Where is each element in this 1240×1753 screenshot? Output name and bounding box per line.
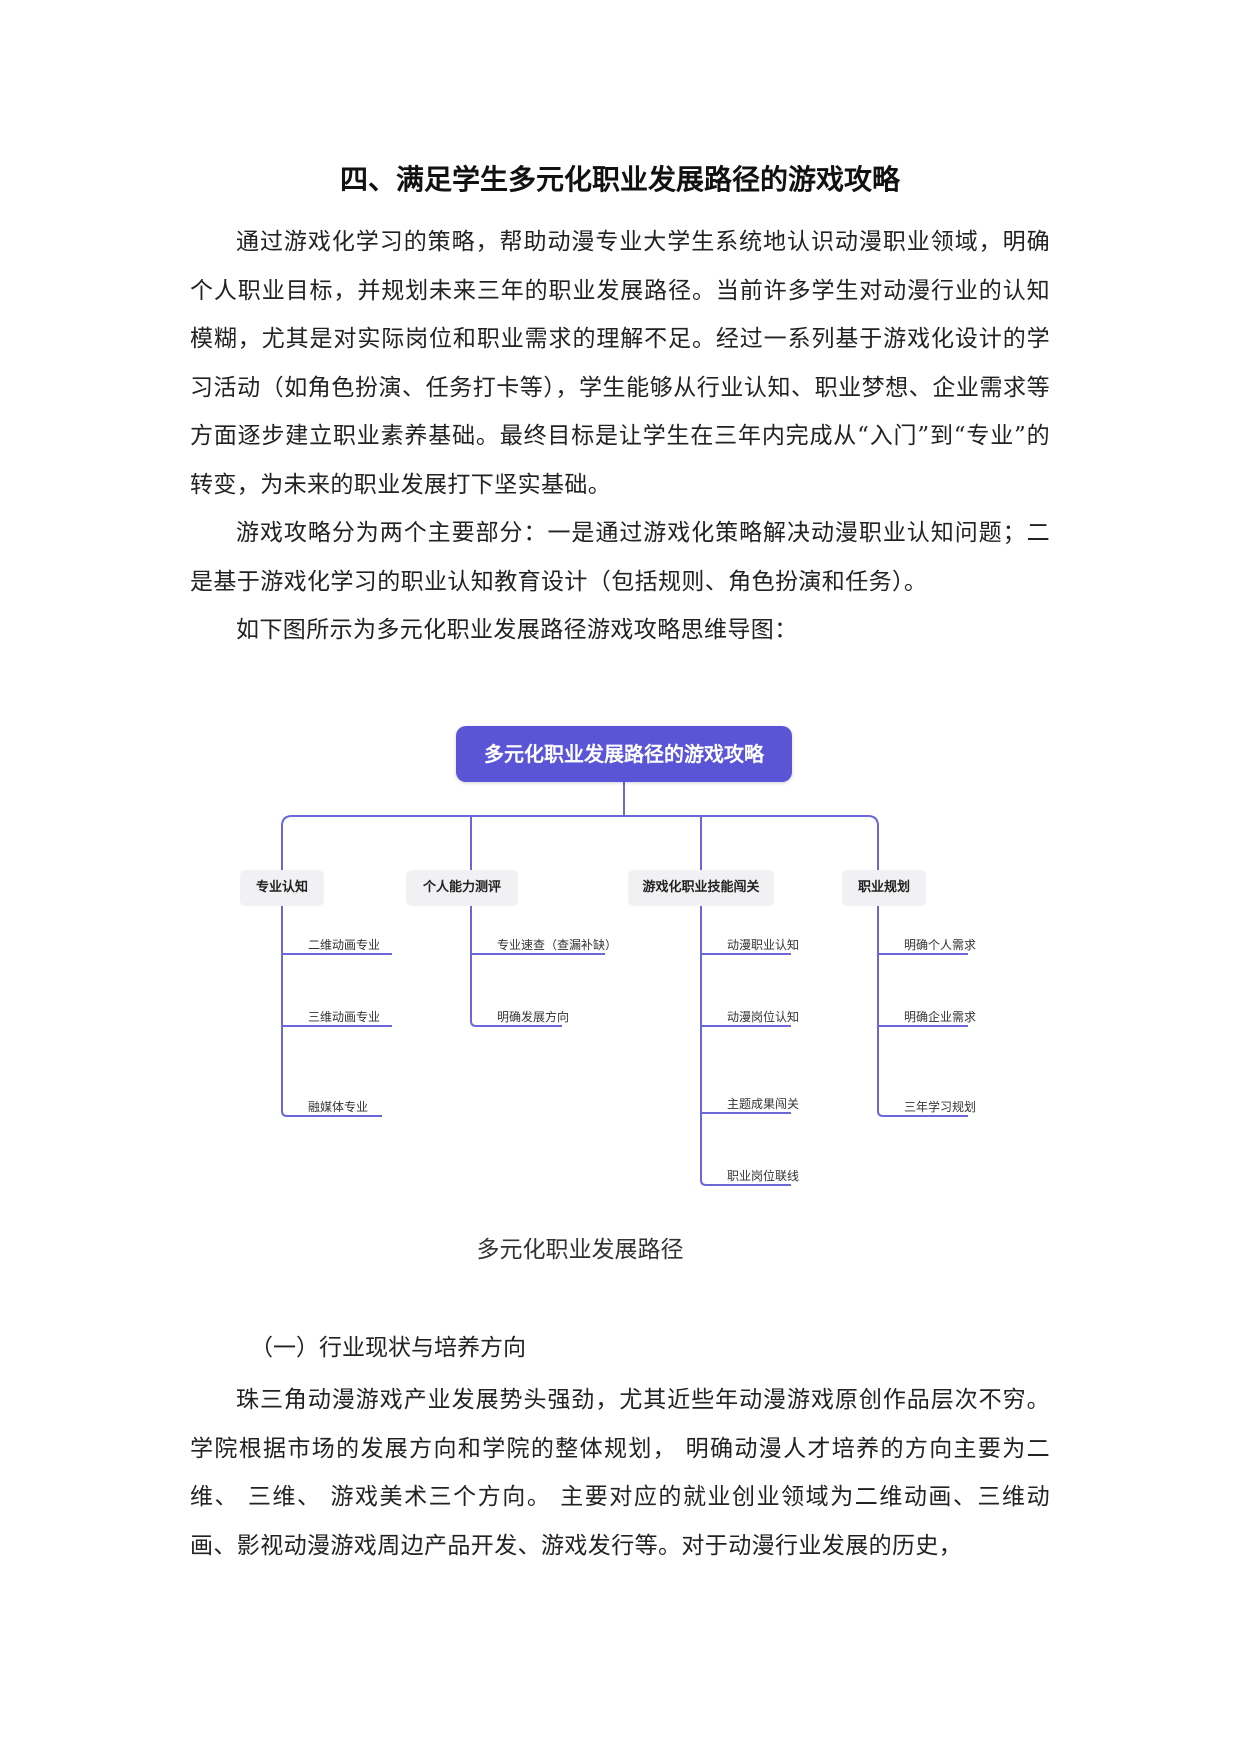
leaf-quick-check: 专业速查（查漏补缺）	[497, 938, 618, 952]
section-paragraph: 珠三角动漫游戏产业发展势头强劲，尤其近些年动漫游戏原创作品层次不穷。学院根据市场…	[190, 1387, 1050, 1559]
leaf-media: 融媒体专业	[308, 1100, 369, 1114]
leaf-three-year-plan: 三年学习规划	[904, 1100, 977, 1114]
figure-caption: 多元化职业发展路径	[476, 1237, 684, 1263]
leaf-anime-position-cognition: 动漫岗位认知	[727, 1010, 800, 1024]
branch-skill-challenge: 游戏化职业技能闯关	[628, 870, 774, 906]
document-title: 四、满足学生多元化职业发展路径的游戏攻略	[339, 163, 900, 196]
structure-paragraph: 游戏攻略分为两个主要部分：一是通过游戏化策略解决动漫职业认知问题；二是基于游戏化…	[190, 520, 1050, 595]
mind-map-connectors	[281, 782, 968, 1186]
leaf-3d-animation: 三维动画专业	[308, 1010, 381, 1024]
branch-professional-cognition: 专业认知	[240, 870, 324, 906]
branch-ability-assessment: 个人能力测评	[406, 870, 518, 906]
leaf-development-direction: 明确发展方向	[497, 1010, 570, 1024]
figure-intro-paragraph: 如下图所示为多元化职业发展路径游戏攻略思维导图：	[236, 617, 798, 643]
branch-career-planning: 职业规划	[842, 870, 926, 906]
intro-paragraph: 通过游戏化学习的策略，帮助动漫专业大学生系统地认识动漫职业领域，明确个人职业目标…	[190, 229, 1050, 498]
leaf-anime-career-cognition: 动漫职业认知	[727, 938, 800, 952]
section-heading: （一）行业现状与培养方向	[250, 1335, 526, 1361]
mind-map: 多元化职业发展路径的游戏攻略 专业认知 个人能力测评 游戏化职业技能闯关 职业规…	[240, 720, 1060, 1190]
leaf-personal-needs: 明确个人需求	[904, 938, 977, 952]
leaf-theme-challenge: 主题成果闯关	[727, 1097, 800, 1111]
leaf-enterprise-needs: 明确企业需求	[904, 1010, 977, 1024]
leaf-position-link: 职业岗位联线	[727, 1169, 800, 1183]
leaf-2d-animation: 二维动画专业	[308, 938, 381, 952]
mind-map-root: 多元化职业发展路径的游戏攻略	[456, 726, 792, 782]
